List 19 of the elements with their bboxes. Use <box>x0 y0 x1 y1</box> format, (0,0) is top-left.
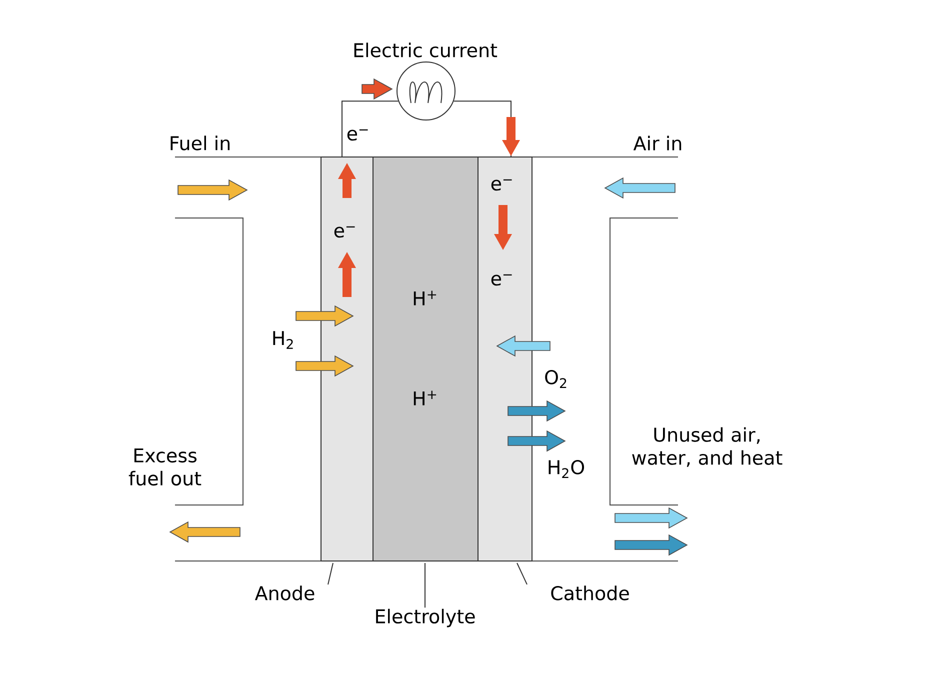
ion-label: H$^{+}$ <box>414 290 436 306</box>
ion-label: e$^{−}$ <box>491 274 512 286</box>
leader-line <box>516 562 528 585</box>
outlet-label: Excess fuel out <box>128 448 202 486</box>
lamp-symbol <box>396 62 456 120</box>
ion-label: e$^{−}$ <box>334 226 355 238</box>
ion-label: e$^{−}$ <box>491 179 512 191</box>
ion-label: H$^{+}$ <box>414 390 436 406</box>
gas-label: H$_{2}$ <box>273 331 293 349</box>
outlet-label: Unused air, water, and heat <box>632 427 782 467</box>
leader-line <box>424 562 426 608</box>
leader-line <box>328 562 334 585</box>
part-label: Anode <box>254 586 314 600</box>
inlet-label: Fuel in <box>170 136 230 150</box>
part-label: Electrolyte <box>376 608 475 628</box>
inlet-label: Air in <box>633 136 682 150</box>
part-label: Cathode <box>551 586 629 600</box>
electron-label: e$^{−}$ <box>347 129 368 141</box>
wire <box>342 100 399 157</box>
